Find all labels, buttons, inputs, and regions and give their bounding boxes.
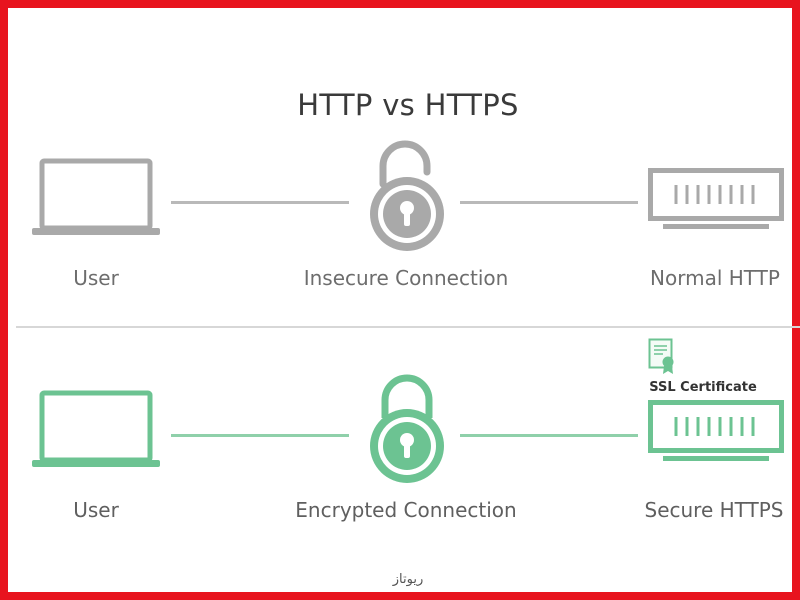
open-padlock-icon (370, 140, 444, 251)
connection-line (460, 434, 638, 437)
closed-padlock-icon (370, 374, 444, 483)
connection-line (460, 201, 638, 204)
connection-line (171, 201, 349, 204)
row-divider (16, 326, 800, 328)
server-icon (648, 168, 784, 229)
http-user-label: User (73, 266, 119, 290)
ssl-certificate-label: SSL Certificate (649, 380, 757, 395)
encrypted-connection-label: Encrypted Connection (295, 498, 517, 522)
server-icon (648, 400, 784, 461)
watermark-text: ریوتاز (392, 572, 424, 587)
normal-http-label: Normal HTTP (650, 266, 780, 290)
certificate-icon (648, 338, 674, 374)
secure-https-label: Secure HTTPS (644, 498, 784, 522)
diagram-title: HTTP vs HTTPS (297, 88, 519, 122)
laptop-icon (32, 158, 160, 235)
laptop-icon (32, 390, 160, 467)
https-user-label: User (73, 498, 119, 522)
insecure-connection-label: Insecure Connection (303, 266, 509, 290)
connection-line (171, 434, 349, 437)
